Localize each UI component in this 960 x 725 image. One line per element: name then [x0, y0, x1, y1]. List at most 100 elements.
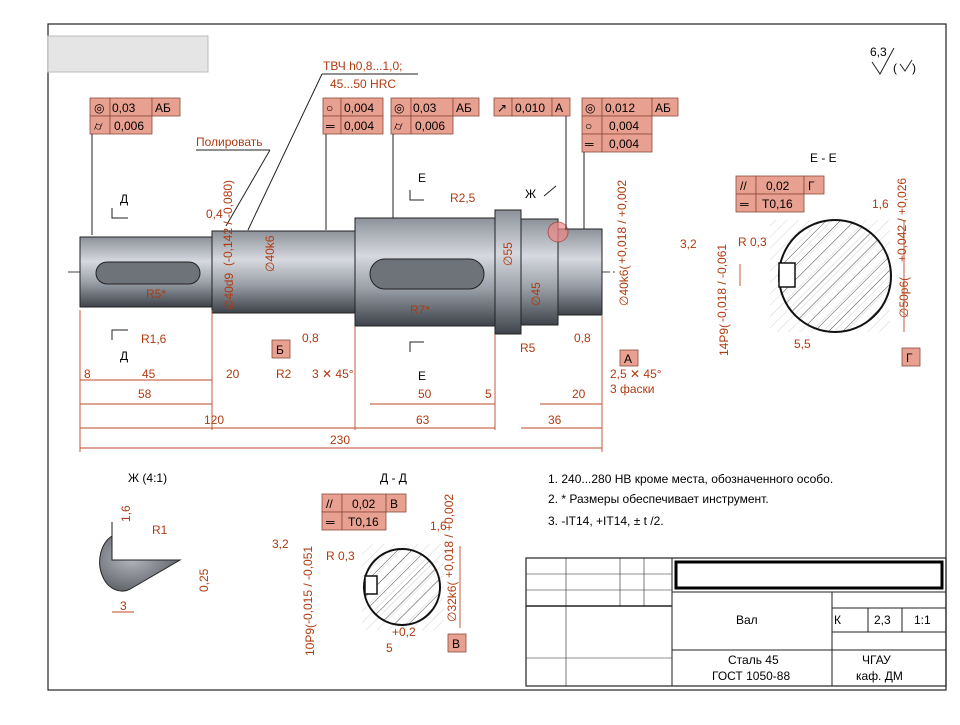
svg-text:2. * Размеры обеспечивает инст: 2. * Размеры обеспечивает инструмент.: [548, 492, 769, 506]
svg-text:0,004: 0,004: [609, 119, 639, 133]
svg-text:R5*: R5*: [146, 287, 166, 301]
svg-text:Д: Д: [120, 349, 128, 363]
shaft-main-view: [68, 209, 615, 335]
svg-text:Т0,16: Т0,16: [762, 197, 793, 211]
svg-text:20: 20: [572, 387, 586, 401]
svg-text:═: ═: [584, 137, 594, 151]
svg-text:∅55: ∅55: [501, 242, 515, 266]
section-markers: Д Д Е Е Ж: [111, 171, 557, 383]
svg-text:А: А: [624, 352, 632, 366]
svg-text:○: ○: [326, 101, 333, 115]
keyway-right: [369, 258, 485, 290]
svg-text:+0,018 / +0,002: +0,018 / +0,002: [615, 180, 629, 264]
svg-text:0,02: 0,02: [766, 179, 790, 193]
svg-text:∅32k6(: ∅32k6(: [445, 582, 459, 622]
svg-text:+0,2: +0,2: [392, 625, 416, 639]
roughness-mark: 6,3 ( ): [870, 45, 916, 75]
svg-text:5: 5: [386, 641, 393, 655]
svg-text:К: К: [834, 613, 841, 627]
svg-text:120: 120: [204, 413, 224, 427]
svg-text:-0,018 / -0,061: -0,018 / -0,061: [715, 244, 729, 322]
svg-text:АБ: АБ: [655, 101, 671, 115]
svg-text:ГОСТ 1050-88: ГОСТ 1050-88: [712, 669, 790, 683]
svg-text:R7*: R7*: [410, 303, 430, 317]
svg-text:0,25: 0,25: [197, 568, 211, 592]
svg-text:↗: ↗: [497, 101, 507, 115]
svg-text:ЧГАУ: ЧГАУ: [862, 653, 891, 667]
svg-text:R2: R2: [276, 367, 292, 381]
svg-text:А: А: [555, 101, 563, 115]
svg-text:3 фаски: 3 фаски: [610, 382, 655, 396]
sheet-frame: [47, 23, 947, 691]
svg-text:⌭: ⌭: [394, 119, 403, 133]
svg-text:1,6: 1,6: [872, 197, 889, 211]
svg-text:Е: Е: [418, 171, 426, 185]
svg-text:Д - Д: Д - Д: [380, 471, 407, 485]
svg-text:0,03: 0,03: [112, 101, 136, 115]
svg-text:Сталь 45: Сталь 45: [728, 653, 779, 667]
svg-text:1. 240...280 НВ кроме места, о: 1. 240...280 НВ кроме места, обозначенно…: [548, 472, 833, 486]
svg-text:(: (: [893, 61, 897, 75]
svg-text:Ж: Ж: [525, 187, 536, 201]
svg-text:0,010: 0,010: [515, 101, 545, 115]
svg-text:50: 50: [418, 387, 432, 401]
svg-text:6,3: 6,3: [870, 45, 887, 59]
svg-text:1:1: 1:1: [914, 613, 931, 627]
svg-text:-0,015 / -0,051: -0,015 / -0,051: [301, 546, 315, 624]
datum-a: А: [619, 349, 639, 367]
svg-text:3 ✕ 45°: 3 ✕ 45°: [312, 367, 354, 381]
svg-text:∅40k6(: ∅40k6(: [617, 266, 631, 306]
svg-text:R1,6: R1,6: [141, 332, 167, 346]
svg-text:Д: Д: [120, 192, 128, 206]
svg-text:0,012: 0,012: [605, 101, 635, 115]
svg-text:R5: R5: [520, 341, 536, 355]
svg-text:8: 8: [84, 367, 91, 381]
svg-text:45...50 HRC: 45...50 HRC: [330, 77, 396, 91]
svg-text:45: 45: [142, 367, 156, 381]
svg-text:∅40d9: ∅40d9: [222, 273, 236, 310]
svg-text:5,5: 5,5: [794, 337, 811, 351]
keyway-left: [95, 261, 201, 285]
svg-text:R1: R1: [152, 523, 168, 537]
svg-text:◎: ◎: [394, 101, 404, 115]
svg-text:R2,5: R2,5: [450, 191, 476, 205]
svg-text:◎: ◎: [585, 101, 595, 115]
svg-text:Т0,16: Т0,16: [348, 515, 379, 529]
svg-text:5: 5: [485, 387, 492, 401]
svg-text:Г: Г: [906, 351, 913, 365]
svg-text:36: 36: [548, 413, 562, 427]
svg-text:10Р9(: 10Р9(: [303, 624, 317, 656]
tolerance-frame-4: ↗ 0,010 А: [493, 97, 571, 230]
title-block: Вал К 2,3 1:1 Сталь 45 ГОСТ 1050-88 ЧГАУ…: [525, 557, 947, 687]
svg-text:2,3: 2,3: [874, 613, 891, 627]
svg-text:): ): [912, 61, 916, 75]
svg-text:═: ═: [325, 515, 335, 529]
svg-text:В: В: [390, 497, 398, 511]
svg-text:○: ○: [585, 119, 592, 133]
tolerance-frame-2: ○ 0,004 ═ 0,004: [322, 97, 384, 230]
svg-text:Г: Г: [808, 179, 815, 193]
detail-zh-marker: [547, 221, 569, 243]
svg-text:═: ═: [739, 197, 749, 211]
shaft-dimensions: ∅40d9 (-0,142 / -0,080) ∅40k6 ∅55 ∅45 ∅4…: [79, 180, 662, 452]
svg-text:63: 63: [416, 413, 430, 427]
svg-text:230: 230: [330, 433, 350, 447]
technical-notes: 1. 240...280 НВ кроме места, обозначенно…: [548, 472, 833, 528]
svg-text:АБ: АБ: [456, 101, 472, 115]
svg-text:0,006: 0,006: [114, 119, 144, 133]
hardening-note: ТВЧ h0,8...1,0; 45...50 HRC: [247, 59, 418, 231]
svg-text:0,004: 0,004: [344, 119, 374, 133]
svg-text:20: 20: [226, 367, 240, 381]
svg-text:В: В: [452, 637, 460, 651]
svg-text:0,004: 0,004: [344, 101, 374, 115]
svg-text:14Р9(: 14Р9(: [717, 324, 731, 356]
svg-text:2,5 ✕ 45°: 2,5 ✕ 45°: [610, 367, 662, 381]
svg-text:1,6: 1,6: [430, 519, 447, 533]
svg-text:0,8: 0,8: [302, 331, 319, 345]
svg-text:∅40k6: ∅40k6: [263, 235, 277, 272]
svg-text:═: ═: [325, 119, 335, 133]
svg-text:Б: Б: [276, 343, 284, 357]
